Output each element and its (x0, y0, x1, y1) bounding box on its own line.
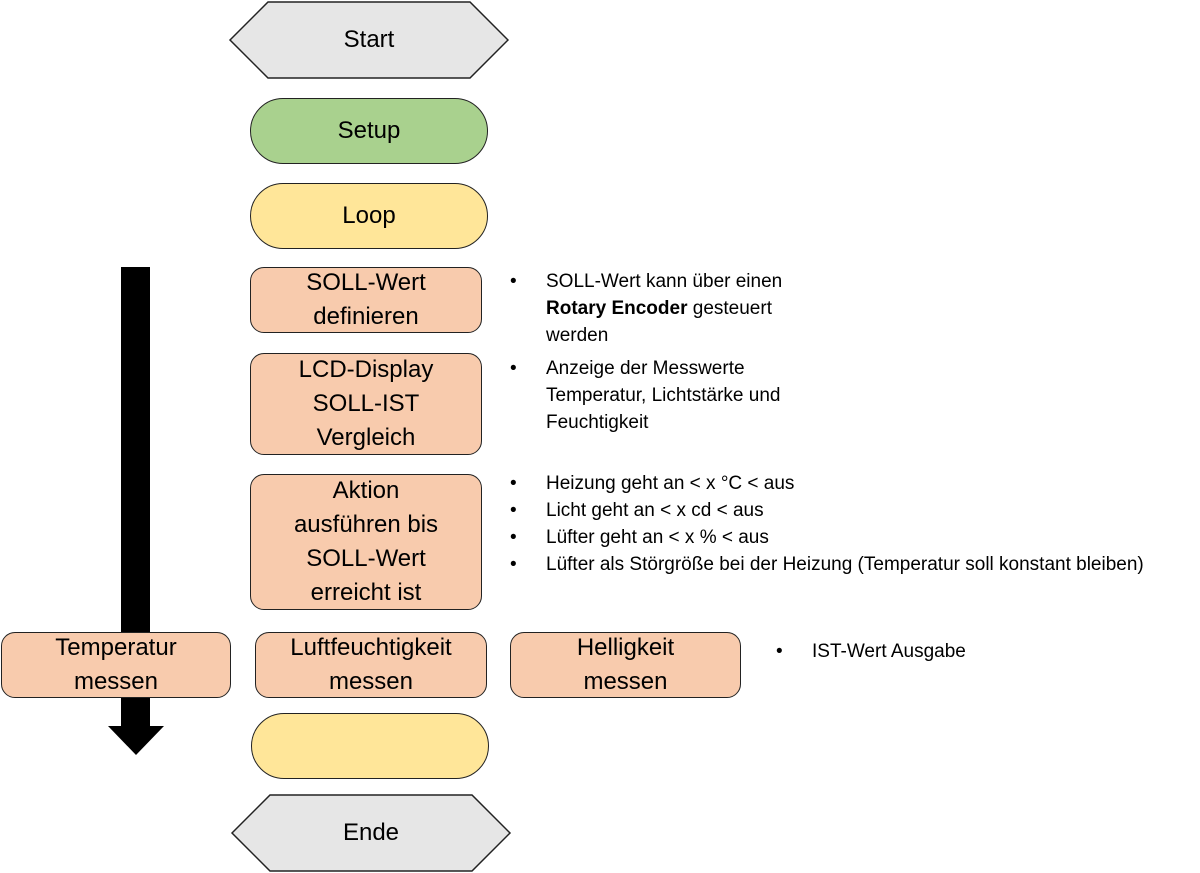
start-label: Start (343, 26, 395, 53)
ende-label: Ende (342, 819, 400, 846)
setup-node: Setup (250, 98, 488, 164)
ende-terminal: Ende (232, 795, 510, 871)
note-item: Lüfter geht an < x % < aus (510, 524, 1195, 551)
soll-wert-note-bold: Rotary Encoder (546, 298, 688, 319)
soll-wert-node: SOLL-Wert definieren (250, 267, 482, 333)
lcd-node: LCD-Display SOLL-IST Vergleich (250, 353, 482, 455)
note-item: Anzeige der Messwerte Temperatur, Lichts… (510, 355, 830, 436)
helligkeit-node: Helligkeit messen (510, 632, 741, 698)
note-item: Licht geht an < x cd < aus (510, 497, 1195, 524)
note-item: Lüfter als Störgröße bei der Heizung (Te… (510, 551, 1195, 578)
loop-node: Loop (250, 183, 488, 249)
note-item: Heizung geht an < x °C < aus (510, 470, 1195, 497)
soll-wert-notes: SOLL-Wert kann über einen Rotary Encoder… (510, 268, 830, 349)
soll-wert-note-pre: SOLL-Wert kann über einen (546, 271, 783, 292)
aktion-label: Aktion ausführen bis SOLL-Wert erreicht … (293, 477, 439, 606)
helligkeit-label: Helligkeit messen (576, 634, 675, 695)
note-item: SOLL-Wert kann über einen Rotary Encoder… (510, 268, 830, 349)
measure-notes: IST-Wert Ausgabe (776, 638, 1076, 665)
temperatur-label: Temperatur messen (55, 634, 177, 695)
luftfeuchtigkeit-node: Luftfeuchtigkeit messen (255, 632, 487, 698)
setup-label: Setup (337, 117, 401, 144)
loop-label: Loop (342, 202, 396, 229)
aktion-notes: Heizung geht an < x °C < aus Licht geht … (510, 470, 1195, 578)
soll-wert-note-post: gesteuert werden (546, 298, 772, 346)
aktion-node: Aktion ausführen bis SOLL-Wert erreicht … (250, 474, 482, 610)
lcd-notes: Anzeige der Messwerte Temperatur, Lichts… (510, 355, 830, 436)
temperatur-node: Temperatur messen (1, 632, 231, 698)
flow-arrow-head (108, 726, 164, 755)
note-item: IST-Wert Ausgabe (776, 638, 1076, 665)
soll-wert-label: SOLL-Wert definieren (306, 269, 426, 330)
loop-end-node (251, 713, 489, 779)
luftfeuchtigkeit-label: Luftfeuchtigkeit messen (290, 634, 452, 695)
lcd-label: LCD-Display SOLL-IST Vergleich (298, 356, 434, 451)
start-terminal: Start (230, 2, 508, 78)
